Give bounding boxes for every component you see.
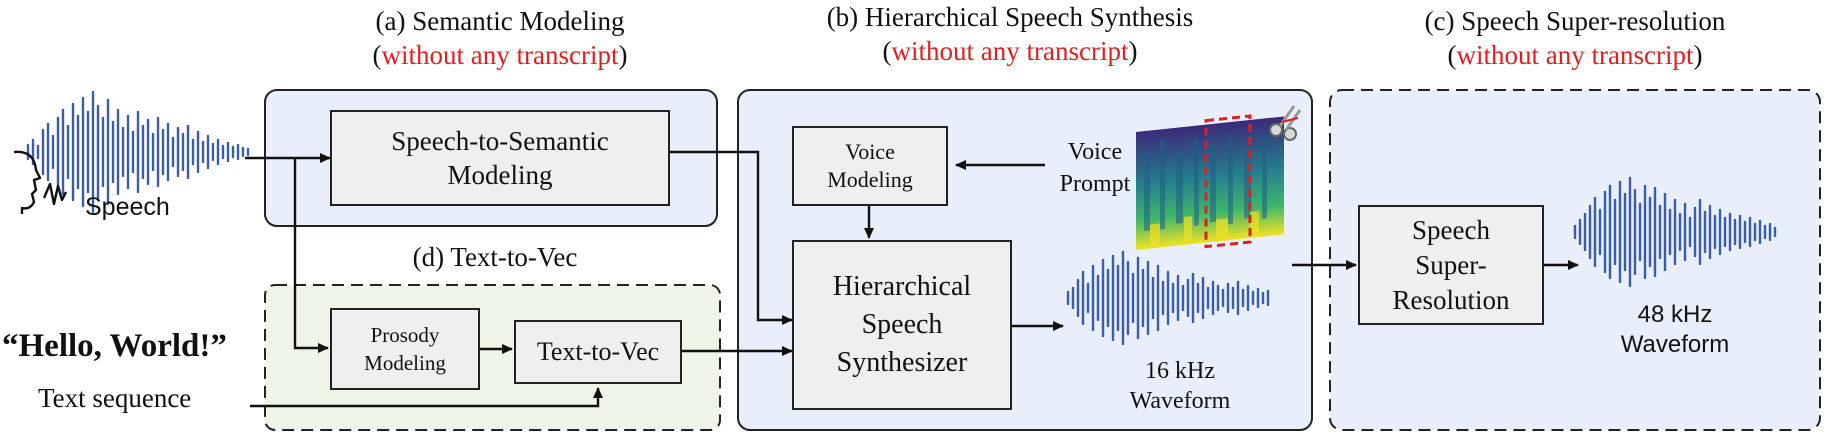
transcript-free-note: without any transcript xyxy=(891,36,1129,66)
example-text-quote: “Hello, World!” xyxy=(2,328,227,364)
paren-close: ) xyxy=(1693,40,1703,70)
spectrogram-image xyxy=(1136,114,1284,250)
paren-open: ( xyxy=(372,40,382,70)
paren-close: ) xyxy=(1128,36,1138,66)
prosody-modeling-block: Prosody Modeling xyxy=(330,308,480,390)
voice-modeling-block: Voice Modeling xyxy=(792,126,948,206)
section-b-title: (b) Hierarchical Speech Synthesis xyxy=(826,2,1194,32)
transcript-free-note: without any transcript xyxy=(381,40,619,70)
paren-open: ( xyxy=(1447,40,1457,70)
transcript-free-note: without any transcript xyxy=(1456,40,1694,70)
section-a-title: (a) Semantic Modeling xyxy=(375,6,625,36)
speech-to-semantic-label: Speech-to-Semantic Modeling xyxy=(391,126,609,190)
hierarchical-synthesizer-label: Hierarchical Speech Synthesizer xyxy=(832,271,972,378)
text-to-vec-label: Text-to-Vec xyxy=(536,337,660,366)
paren-open: ( xyxy=(882,36,892,66)
waveform-48khz-label: 48 kHz Waveform xyxy=(1620,301,1730,358)
speech-super-resolution-block: Speech Super-Resolution xyxy=(1358,205,1544,325)
cropped-segment-highlight xyxy=(1204,114,1252,249)
section-a-subtitle: (without any transcript) xyxy=(300,38,700,72)
section-title-synthesis: (b) Hierarchical Speech Synthesis (witho… xyxy=(760,0,1260,68)
section-c-subtitle: (without any transcript) xyxy=(1375,38,1775,72)
voice-modeling-label: Voice Modeling xyxy=(827,139,913,192)
speech-label: Speech xyxy=(85,193,170,221)
scissors-icon xyxy=(1269,105,1302,141)
hierarchical-synthesizer-block: Hierarchical Speech Synthesizer xyxy=(792,240,1012,410)
section-title-superres: (c) Speech Super-resolution (without any… xyxy=(1375,4,1775,72)
prosody-modeling-label: Prosody Modeling xyxy=(364,323,446,375)
speech-super-resolution-label: Speech Super-Resolution xyxy=(1392,214,1510,315)
speaking-head-icon xyxy=(13,150,68,214)
section-d-title: (d) Text-to-Vec xyxy=(412,242,578,272)
voice-prompt-label: Voice Prompt xyxy=(1059,139,1131,197)
section-c-title: (c) Speech Super-resolution xyxy=(1424,6,1726,36)
waveform-48khz xyxy=(1573,176,1777,288)
text-to-vec-block: Text-to-Vec xyxy=(514,320,682,384)
speech-to-semantic-block: Speech-to-Semantic Modeling xyxy=(330,110,670,206)
section-title-semantic: (a) Semantic Modeling (without any trans… xyxy=(300,4,700,72)
waveform-16khz-label: 16 kHz Waveform xyxy=(1129,358,1231,414)
waveform-16khz xyxy=(1066,250,1270,346)
text-sequence-label: Text sequence xyxy=(38,383,192,413)
speech-waveform xyxy=(26,90,250,214)
paren-close: ) xyxy=(618,40,628,70)
section-b-subtitle: (without any transcript) xyxy=(760,34,1260,68)
